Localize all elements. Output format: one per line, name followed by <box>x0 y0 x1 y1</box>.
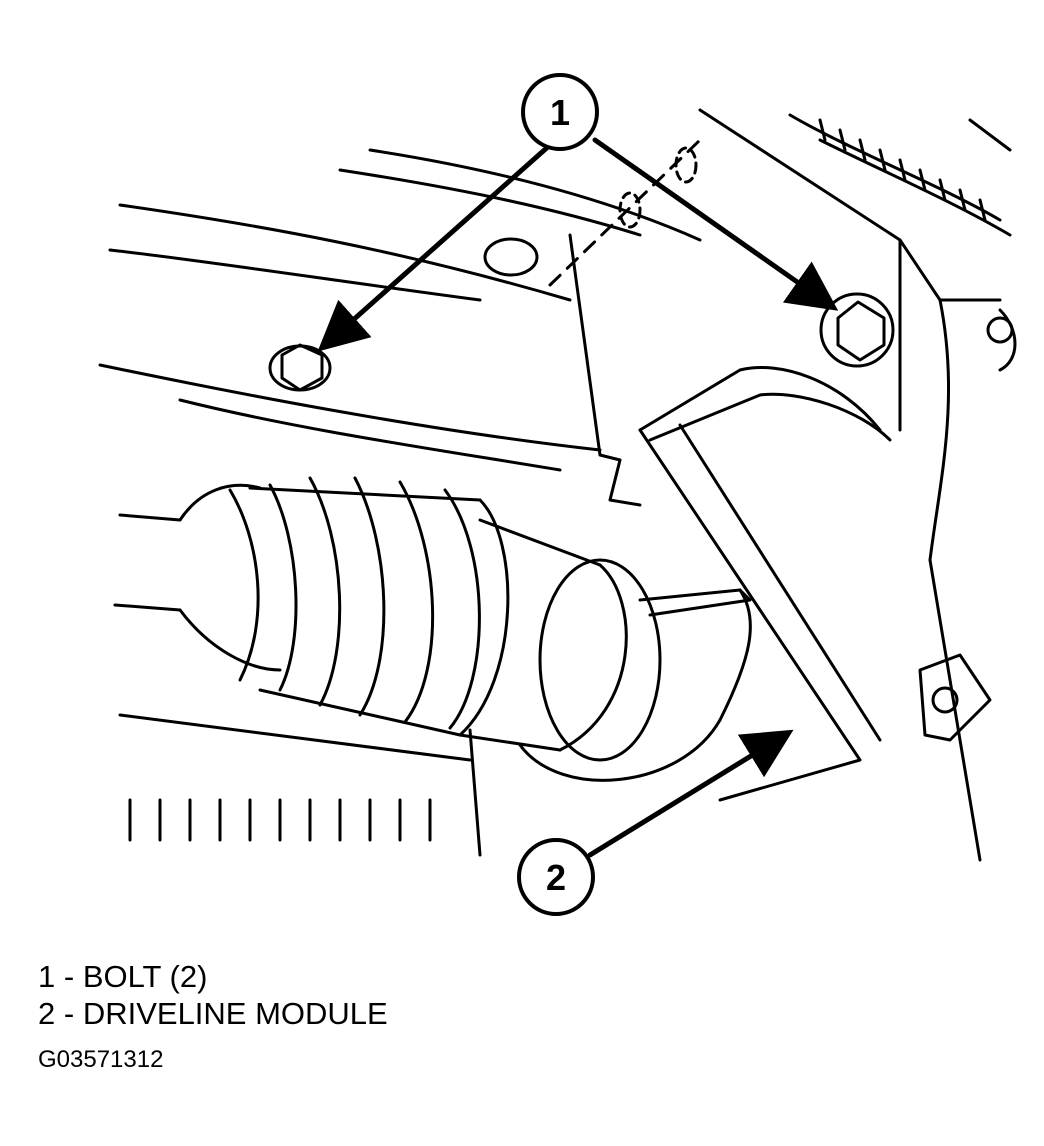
frame-crossmember <box>98 108 1002 562</box>
mount-bracket <box>918 308 1017 862</box>
legend-item-separator: - <box>63 996 75 1031</box>
callout-1: 1 <box>521 73 599 151</box>
legend-item-driveline-module: 2 - DRIVELINE MODULE <box>38 995 388 1032</box>
bracket-holes <box>483 138 702 287</box>
bolt-right <box>819 292 895 368</box>
legend-item-text: DRIVELINE MODULE <box>82 996 388 1031</box>
axle-cv-boot <box>113 476 510 737</box>
legend-item-number: 2 <box>38 996 56 1031</box>
callout-arrows <box>317 137 839 858</box>
figure-id: G03571312 <box>38 1046 164 1073</box>
legend-item-number: 1 <box>38 959 56 994</box>
callout-2-number: 2 <box>546 857 566 898</box>
driveline-module-illustration: 1 2 <box>98 73 1017 916</box>
callout-1-number: 1 <box>550 92 570 133</box>
legend-item-bolt: 1 - BOLT (2) <box>38 958 388 995</box>
bolt-left <box>268 343 332 392</box>
legend: 1 - BOLT (2) 2 - DRIVELINE MODULE <box>38 958 388 1032</box>
hose <box>788 113 1012 237</box>
legend-item-text: BOLT (2) <box>82 959 208 994</box>
driveline-module-housing <box>118 423 882 857</box>
callout-2: 2 <box>517 838 595 916</box>
legend-item-separator: - <box>63 959 75 994</box>
